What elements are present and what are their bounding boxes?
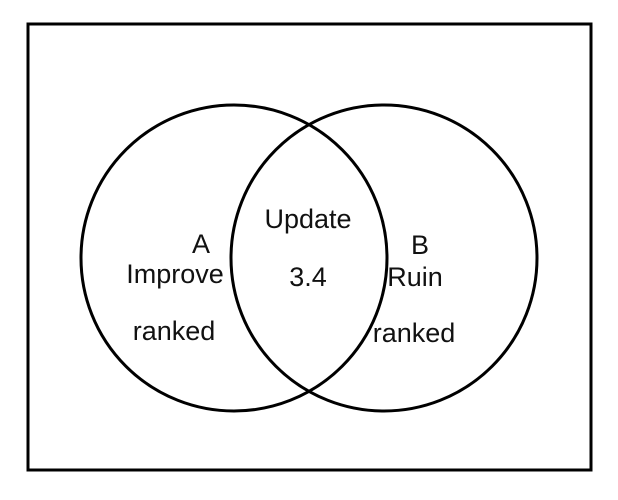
set-a-name: Improve [126,259,224,289]
set-b-detail: ranked [373,318,456,348]
diagram-frame [26,22,593,472]
intersection-line-2: 3.4 [289,262,327,292]
set-b-name: Ruin [387,262,443,292]
set-a-letter: A [192,229,210,259]
set-a-circle [79,103,389,413]
set-b-circle [229,103,539,413]
intersection-line-1: Update [264,204,351,234]
set-a-detail: ranked [133,316,216,346]
set-b-letter: B [411,230,429,260]
